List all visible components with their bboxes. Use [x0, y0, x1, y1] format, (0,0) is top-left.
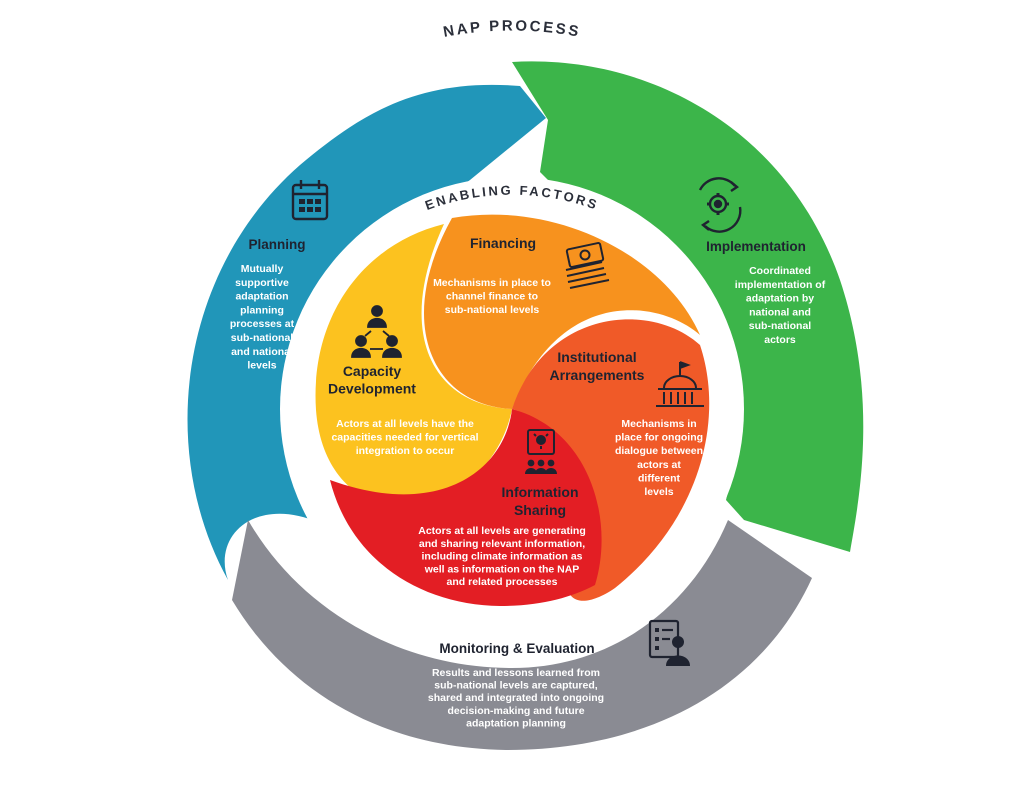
institutional-description-line: different [638, 472, 681, 484]
institutional-description-line: place for ongoing [615, 432, 703, 444]
money-stack-icon [565, 242, 610, 289]
gear-cycle-icon [698, 177, 742, 233]
institutional-description-line: levels [644, 486, 673, 498]
capacity-description: Actors at all levels have the capacities … [331, 418, 478, 457]
information-description-line: well as information on the NAP [424, 563, 580, 575]
planning-description-line: sub-national [231, 332, 293, 344]
information-petal [330, 409, 602, 606]
financing-petal [423, 214, 700, 409]
planning-title: Planning [249, 237, 306, 252]
information-description-line: and related processes [447, 576, 558, 588]
information-title-line: Information [502, 484, 579, 500]
information-description-line: Actors at all levels are generating [418, 525, 586, 537]
planning-description-line: supportive [235, 277, 289, 289]
institutional-description-line: dialogue between [615, 445, 703, 457]
implementation-description-line: adaptation by [746, 293, 814, 305]
capacity-description-line: Actors at all levels have the [336, 418, 474, 430]
capacity-title-line: Development [328, 381, 416, 397]
planning-description-line: adaptation [235, 291, 288, 303]
financing-description-line: Mechanisms in place to [433, 277, 551, 289]
nap-process-title: NAP PROCESS [442, 17, 582, 40]
monitoring-description-line: sub-national levels are captured, [434, 680, 597, 692]
implementation-title: Implementation [706, 239, 806, 254]
monitoring-description-line: shared and integrated into ongoing [428, 692, 604, 704]
planning-segment [187, 84, 546, 580]
capacity-description-line: capacities needed for vertical [331, 432, 478, 444]
financing-description-line: sub-national levels [445, 304, 540, 316]
implementation-description-line: Coordinated [749, 265, 811, 277]
planning-description-line: levels [247, 360, 276, 372]
planning-description-line: planning [240, 304, 284, 316]
presentation-audience-icon [525, 429, 557, 474]
implementation-description-line: national and [749, 306, 811, 318]
monitoring-title: Monitoring & Evaluation [439, 641, 594, 656]
monitoring-segment [232, 520, 812, 750]
capacity-petal [315, 224, 512, 506]
team-network-icon [351, 305, 402, 358]
information-description-line: including climate information as [421, 551, 582, 563]
monitoring-description-line: adaptation planning [466, 717, 566, 729]
implementation-description-line: actors [764, 334, 796, 346]
implementation-description-line: implementation of [735, 279, 826, 291]
institutional-description-line: Mechanisms in [621, 418, 696, 430]
information-title-line: Sharing [514, 502, 566, 518]
information-description-line: and sharing relevant information, [419, 538, 585, 550]
implementation-segment [512, 61, 864, 552]
planning-description-line: processes at [230, 318, 295, 330]
implementation-description-line: sub-national [749, 320, 811, 332]
monitoring-description-line: Results and lessons learned from [432, 667, 600, 679]
capacity-description-line: integration to occur [356, 445, 455, 457]
planning-description-line: Mutually [241, 263, 284, 275]
calendar-icon [291, 180, 329, 221]
institutional-title-line: Institutional [557, 349, 636, 365]
checklist-person-icon [648, 619, 690, 666]
capacity-title-line: Capacity [343, 363, 402, 379]
financing-description-line: channel finance to [446, 290, 538, 302]
government-building-icon [656, 361, 704, 407]
institutional-description-line: actors at [637, 459, 681, 471]
financing-title: Financing [470, 235, 536, 251]
planning-description-line: and national [231, 346, 293, 358]
implementation-description: Coordinated implementation of adaptation b… [735, 265, 826, 346]
institutional-title-line: Arrangements [550, 367, 645, 383]
monitoring-description-line: decision-making and future [447, 705, 584, 717]
